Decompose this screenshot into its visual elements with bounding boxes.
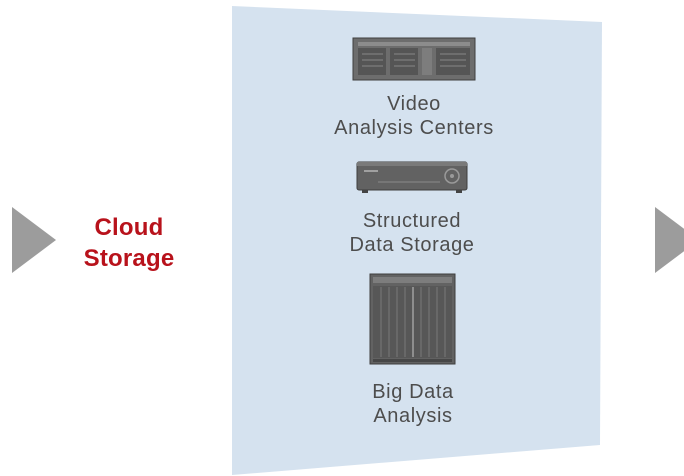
cloud-storage-title-line2: Storage [83,245,175,272]
bigdata-label-line1: Big Data [372,381,454,403]
cloud-storage-title-line1: Cloud [94,214,164,241]
video-label-line2: Analysis Centers [334,117,494,139]
rack-server-icon [352,37,476,81]
structured-label-line2: Data Storage [349,234,475,256]
chassis-server-icon [369,273,456,365]
network-recorder-icon [356,161,468,193]
structured-label-line1: Structured [362,210,462,232]
video-label-line1: Video [387,93,441,115]
right-arrow-icon [655,207,684,273]
video-analysis-centers-label: Video Analysis Centers [289,92,539,140]
cloud-storage-title: Cloud Storage [64,212,194,274]
structured-data-storage-label: Structured Data Storage [287,209,537,257]
bigdata-label-line2: Analysis [373,405,453,427]
left-arrow-icon [12,207,56,273]
big-data-analysis-label: Big Data Analysis [288,380,538,428]
